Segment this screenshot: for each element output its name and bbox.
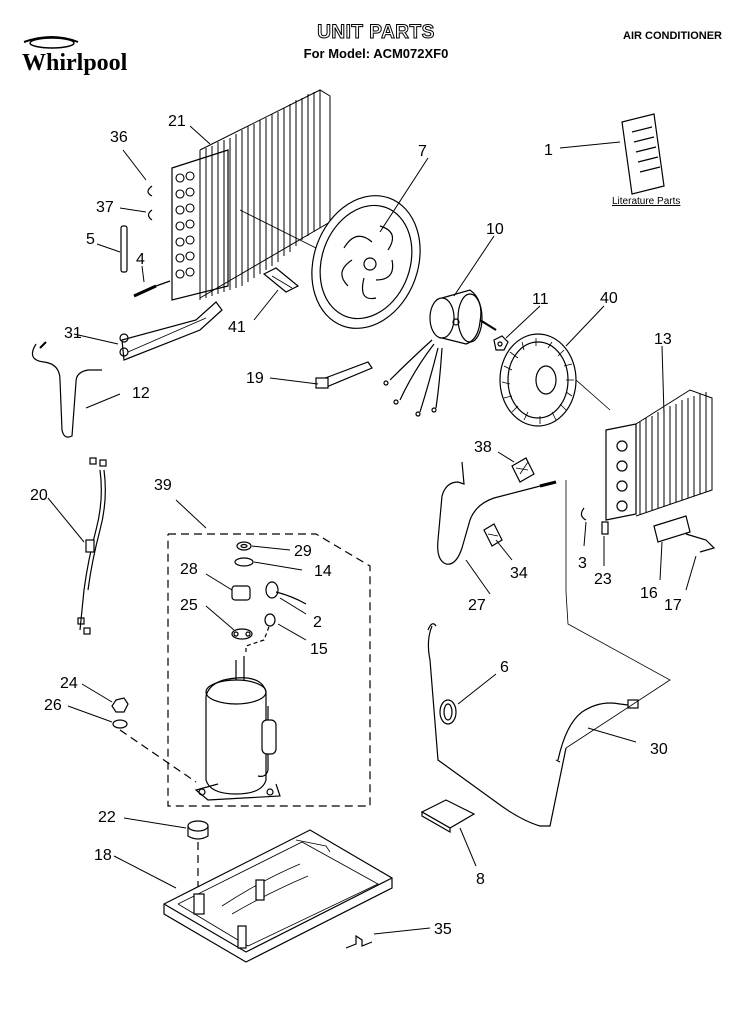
callout-35: 35 [434,921,452,938]
part-evaporator-coil [171,89,331,301]
callout-16: 16 [640,585,658,602]
callout-12: 12 [132,385,150,402]
part-drain-hose [31,343,102,438]
callout-34: 34 [510,565,528,582]
part-16 [653,515,691,543]
callout-8: 8 [476,871,485,888]
part-clip-23 [601,521,609,535]
callout-38: 38 [474,439,492,456]
part-34 [483,523,503,547]
part-14 [234,557,254,567]
product-type: AIR CONDITIONER [623,30,722,42]
callout-7: 7 [418,143,427,160]
part-fan-motor [383,289,497,417]
callout-19: 19 [246,370,264,387]
callout-21: 21 [168,113,186,130]
part-drain-channel [119,301,223,361]
callout-37: 37 [96,199,114,216]
part-blower-wheel [499,333,611,427]
part-15 [264,613,276,627]
callout-27: 27 [468,597,486,614]
part-fan-shroud [311,195,421,329]
callout-31: 31 [64,325,82,342]
callout-10: 10 [486,221,504,238]
part-clip-35 [345,934,373,949]
part-rod [120,225,128,273]
part-base-pan [163,829,393,963]
part-compressor-group [167,533,371,807]
callout-39: 39 [154,477,172,494]
callout-29: 29 [294,543,312,560]
part-grommet [187,820,209,840]
part-wire-harness [77,457,107,635]
callout-22: 22 [98,809,116,826]
callout-6: 6 [500,659,509,676]
callout-26: 26 [44,697,62,714]
part-28 [231,585,251,601]
callout-20: 20 [30,487,48,504]
part-tube-6 [427,623,567,827]
callout-25: 25 [180,597,198,614]
part-clip-3 [580,507,587,521]
part-2 [265,581,307,605]
part-17 [685,533,716,553]
callout-28: 28 [180,561,198,578]
callout-36: 36 [110,129,128,146]
part-bracket-41 [262,267,300,293]
part-24 [111,697,129,713]
callout-24: 24 [60,675,78,692]
page-title: UNIT PARTS [317,22,435,44]
part-clip-36 [147,185,153,197]
callout-11: 11 [532,291,549,308]
callout-40: 40 [600,290,618,307]
brand-wordmark: Whirlpool [22,50,128,76]
callout-30: 30 [650,741,668,758]
literature-parts-label: Literature Parts [612,196,681,207]
callout-14: 14 [314,563,332,580]
part-29 [236,541,252,551]
callout-2: 2 [313,614,322,631]
model-subtitle: For Model: ACM072XF0 [303,46,449,61]
part-condenser-coil [605,389,713,521]
callout-41: 41 [228,319,246,336]
callout-23: 23 [594,571,612,588]
part-compressor [194,623,281,801]
callout-3: 3 [578,555,587,572]
part-25 [231,628,253,640]
whirlpool-logo: Whirlpool [18,34,148,78]
callout-1: 1 [544,142,553,159]
part-38 [511,457,535,483]
part-26 [112,719,128,729]
callout-18: 18 [94,847,112,864]
part-tube-27 [437,461,549,565]
part-filter-pad [420,799,476,834]
callout-15: 15 [310,641,328,658]
part-nut-11 [493,335,509,351]
callout-4: 4 [136,251,145,268]
callout-17: 17 [664,597,682,614]
callout-13: 13 [654,331,672,348]
part-strap-19 [315,361,373,389]
part-literature-booklet [621,113,665,195]
callout-5: 5 [86,231,95,248]
part-clip-37 [147,209,153,221]
part-screw-4 [133,280,171,298]
